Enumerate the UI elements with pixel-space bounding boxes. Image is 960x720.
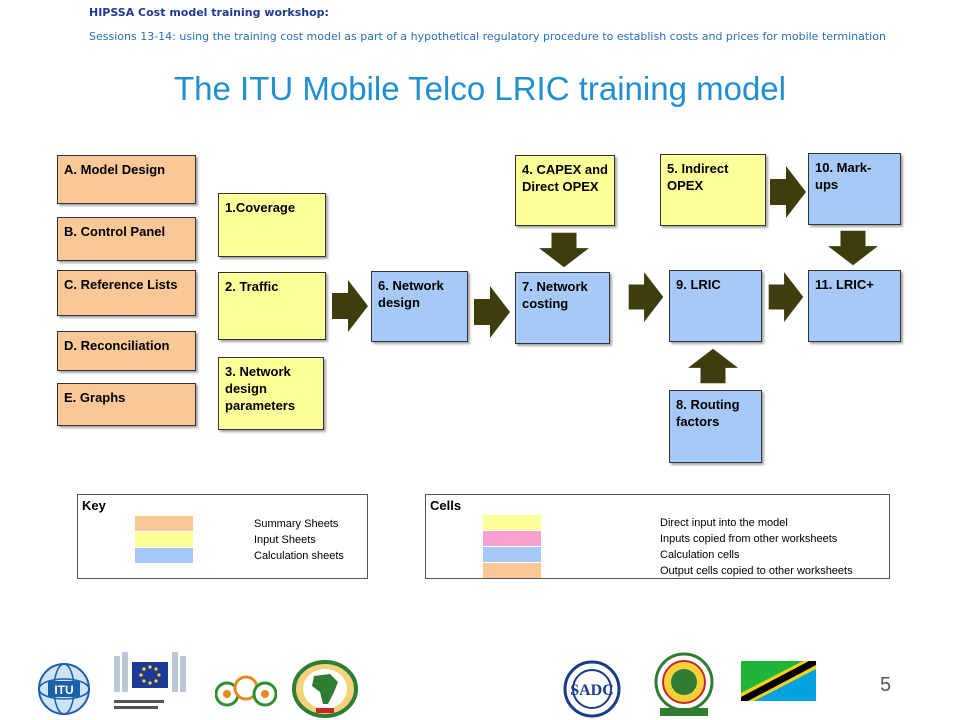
eac-logo	[654, 652, 714, 716]
slide-title: The ITU Mobile Telco LRIC training model	[174, 70, 786, 107]
cells-label-direct-input: Direct input into the model	[660, 517, 788, 529]
box-capex-direct-opex: 4. CAPEX and Direct OPEX	[515, 155, 615, 226]
sadc-logo: SADC	[563, 660, 621, 718]
box-model-design: A. Model Design	[57, 155, 196, 204]
cells-swatch-output	[483, 563, 541, 578]
box-network-design-parameters: 3. Network design parameters	[218, 357, 324, 430]
box-lric-plus: 11. LRIC+	[808, 270, 901, 342]
svg-text:ITU: ITU	[54, 683, 73, 697]
box-reference-lists: C. Reference Lists	[57, 270, 196, 316]
arrow-right-icon	[474, 286, 510, 338]
african-union-logo	[292, 660, 358, 718]
key-swatch-calculation	[135, 548, 193, 563]
cells-label-copied-inputs: Inputs copied from other worksheets	[660, 533, 838, 545]
acp-logo	[215, 675, 277, 707]
cells-title: Cells	[430, 498, 462, 513]
arrow-right-icon	[770, 166, 806, 218]
arrow-down-icon	[539, 232, 589, 268]
box-graphs: E. Graphs	[57, 383, 196, 426]
box-reconciliation: D. Reconciliation	[57, 331, 196, 371]
cells-swatch-direct-input	[483, 515, 541, 530]
header-workshop: HIPSSA Cost model training workshop:	[89, 6, 329, 19]
cells-label-calculation: Calculation cells	[660, 549, 740, 561]
key-label-input: Input Sheets	[254, 534, 316, 546]
box-lric: 9. LRIC	[669, 270, 762, 342]
itu-logo: ITU	[38, 663, 90, 715]
key-legend: Key Summary Sheets Input Sheets Calculat…	[77, 494, 368, 579]
key-label-calculation: Calculation sheets	[254, 550, 344, 562]
box-network-costing: 7. Network costing	[515, 272, 610, 344]
key-swatch-summary	[135, 516, 193, 531]
box-coverage: 1.Coverage	[218, 193, 326, 257]
cells-swatch-calculation	[483, 547, 541, 562]
box-traffic: 2. Traffic	[218, 272, 326, 340]
header-sessions: Sessions 13-14: using the training cost …	[89, 30, 886, 43]
european-commission-logo	[108, 648, 193, 718]
cells-label-output: Output cells copied to other worksheets	[660, 565, 853, 577]
box-mark-ups: 10. Mark-ups	[808, 153, 901, 225]
arrow-right-icon	[332, 280, 368, 332]
arrow-right-icon	[768, 272, 804, 322]
key-swatch-input	[135, 532, 193, 547]
key-label-summary: Summary Sheets	[254, 518, 339, 530]
arrow-down-icon	[828, 230, 878, 266]
page-number: 5	[880, 674, 892, 696]
box-routing-factors: 8. Routing factors	[669, 390, 762, 463]
svg-text:SADC: SADC	[570, 682, 614, 699]
arrow-right-icon	[628, 272, 664, 322]
box-network-design: 6. Network design	[371, 271, 468, 342]
cells-legend: Cells Direct input into the model Inputs…	[425, 494, 890, 579]
cells-swatch-copied-inputs	[483, 531, 541, 546]
key-title: Key	[82, 498, 106, 513]
tanzania-flag	[741, 661, 816, 701]
box-indirect-opex: 5. Indirect OPEX	[660, 154, 766, 226]
box-control-panel: B. Control Panel	[57, 217, 196, 261]
arrow-up-icon	[688, 348, 738, 384]
